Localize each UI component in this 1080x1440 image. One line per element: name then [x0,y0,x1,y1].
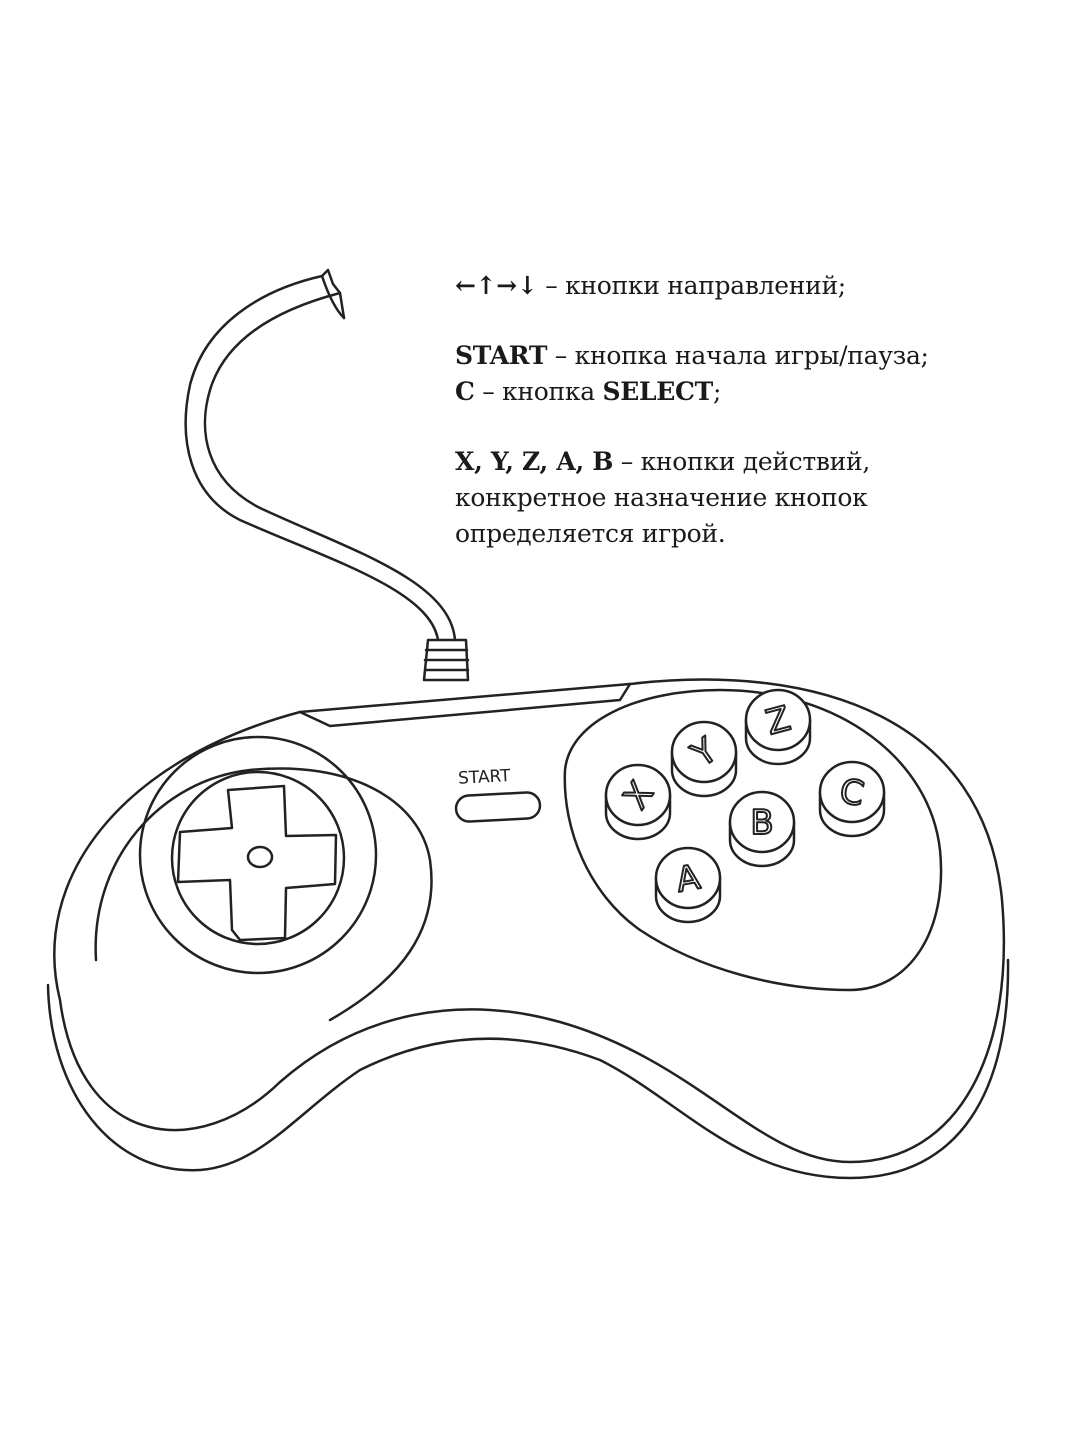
controls-legend: ←↑→↓ – кнопки направлений; START – кнопк… [455,268,929,552]
gamepad-body [46,678,1010,1180]
legend-directions: ←↑→↓ – кнопки направлений; [455,271,846,300]
button-a-label: A [673,857,703,900]
legend-c: C – кнопка SELECT; [455,377,722,406]
cable-connector [422,638,470,682]
legend-actions-line2: конкретное назначение кнопок [455,483,868,512]
button-a[interactable]: A [654,846,722,924]
button-z[interactable]: Z [744,688,812,766]
start-button[interactable] [454,791,542,823]
button-c[interactable]: C [818,760,886,838]
button-x[interactable]: X [604,763,672,841]
button-y[interactable]: Y [670,720,738,798]
d-pad[interactable] [138,735,378,975]
cable [184,268,457,642]
legend-actions: X, Y, Z, A, B – кнопки действий, [455,447,871,476]
button-b-label: B [750,803,773,843]
legend-start: START – кнопка начала игры/пауза; [455,341,929,370]
button-b[interactable]: B [728,790,796,868]
start-label: START [458,766,512,789]
legend-actions-line3: определяется игрой. [455,519,726,548]
